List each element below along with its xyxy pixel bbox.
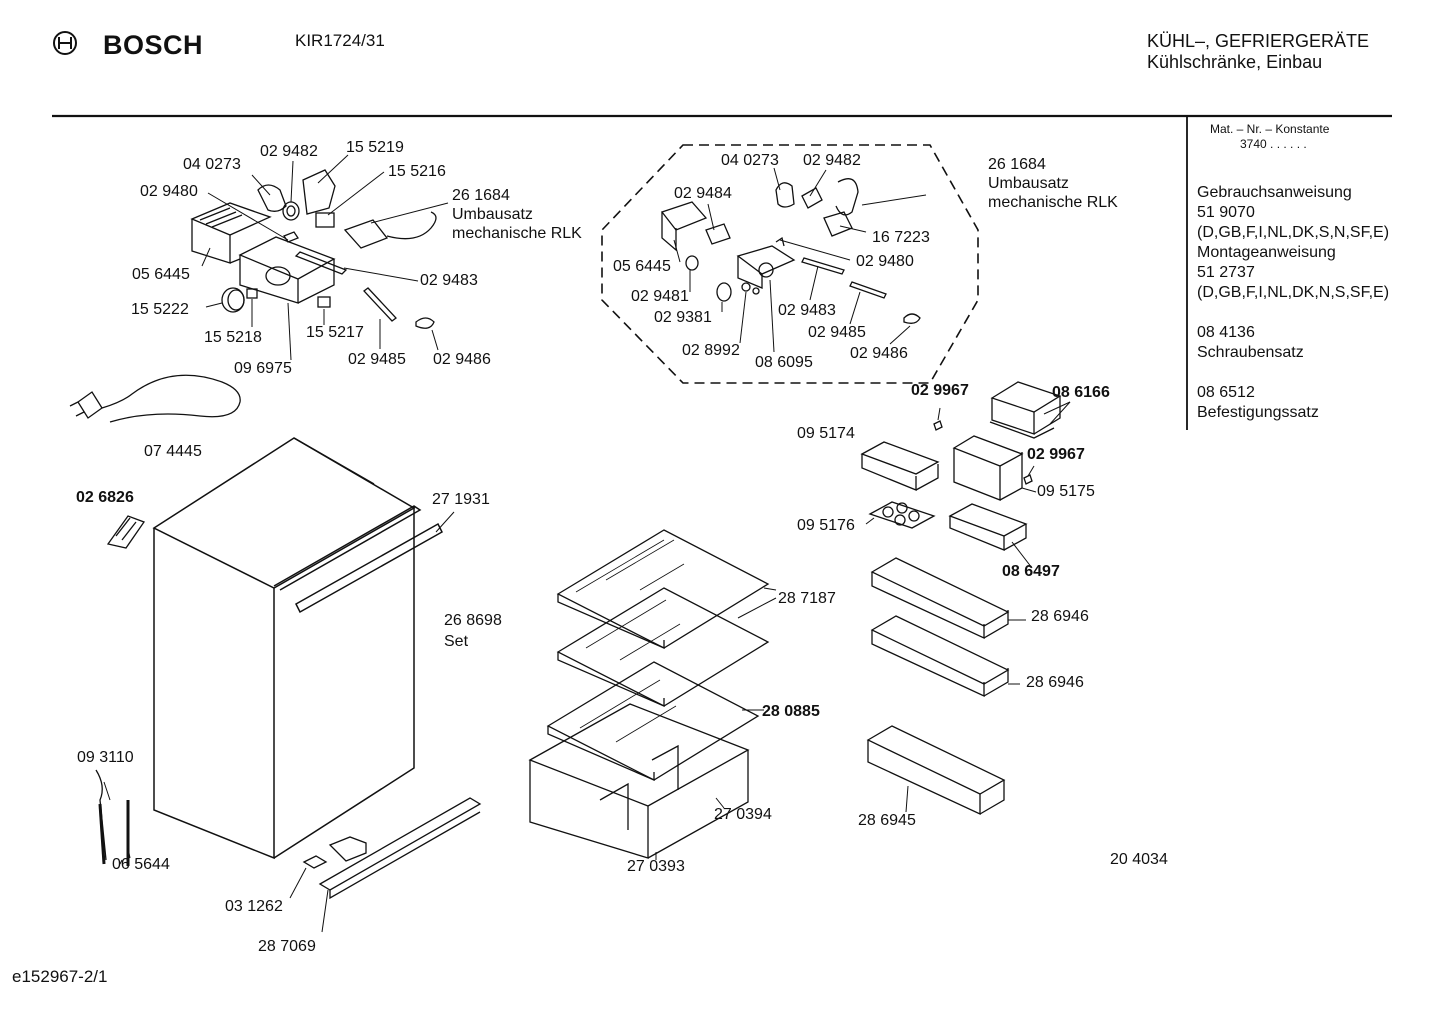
- part-label: 09 5176: [797, 517, 855, 534]
- part-label: mechanische RLK: [988, 194, 1118, 211]
- part-label: 16 7223: [872, 229, 930, 246]
- sidebar-item-langs: (D,GB,F,I,NL,DK,N,S,SF,E): [1197, 284, 1390, 301]
- part-label: 06 5644: [112, 856, 170, 873]
- part-label: 02 9481: [631, 288, 689, 305]
- model-number: KIR1724/31: [295, 31, 385, 50]
- part-label: 05 6445: [613, 258, 671, 275]
- part-label: 02 9486: [850, 345, 908, 362]
- part-label: 02 9381: [654, 309, 712, 326]
- part-label: 07 4445: [144, 443, 202, 460]
- sidebar-item-title: Befestigungssatz: [1197, 404, 1319, 421]
- part-label: Umbausatz: [988, 175, 1069, 192]
- part-label: 02 9486: [433, 351, 491, 368]
- part-label: 02 9967: [1027, 446, 1085, 463]
- part-label: 27 1931: [432, 491, 490, 508]
- bosch-logo-icon: [53, 31, 77, 55]
- part-label: 26 8698: [444, 612, 502, 629]
- part-label: 27 0393: [627, 858, 685, 875]
- sidebar-item-number: 08 6512: [1197, 384, 1255, 401]
- part-label: 08 6166: [1052, 384, 1110, 401]
- kit-leaders: [673, 167, 927, 353]
- part-label: 02 8992: [682, 342, 740, 359]
- part-label: 02 6826: [76, 489, 134, 506]
- sidebar-item-title: Gebrauchsanweisung: [1197, 184, 1352, 201]
- part-label: 02 9480: [856, 253, 914, 270]
- part-label: 15 5222: [131, 301, 189, 318]
- part-label: 28 7069: [258, 938, 316, 955]
- kit-outline: [601, 144, 979, 384]
- part-label: 28 6946: [1031, 608, 1089, 625]
- part-label: 02 9485: [348, 351, 406, 368]
- part-label: 02 9485: [808, 324, 866, 341]
- part-label: 15 5217: [306, 324, 364, 341]
- part-label: 02 9483: [420, 272, 478, 289]
- part-label: 02 9484: [674, 185, 732, 202]
- category-subtitle: Kühlschränke, Einbau: [1147, 52, 1323, 72]
- part-label: 04 0273: [183, 156, 241, 173]
- mat-nr-value: 3740 . . . . . .: [1240, 137, 1307, 151]
- brand-name: BOSCH: [103, 30, 204, 60]
- sidebar-item-number: 08 4136: [1197, 324, 1255, 341]
- part-label: 28 0885: [762, 703, 820, 720]
- sidebar-item-number: 51 9070: [1197, 204, 1255, 221]
- bracket-part: [106, 515, 146, 549]
- part-label: 09 5174: [797, 425, 855, 442]
- part-label: 15 5218: [204, 329, 262, 346]
- glass-shelves: [546, 529, 777, 781]
- sidebar-item-title: Schraubensatz: [1197, 344, 1304, 361]
- part-label: Set: [444, 633, 469, 650]
- part-label: 03 1262: [225, 898, 283, 915]
- crisper-drawers: [528, 703, 750, 860]
- door-racks: [860, 381, 1071, 816]
- part-label: 02 9482: [803, 152, 861, 169]
- plinth: [318, 797, 482, 891]
- sensor-wire: [95, 769, 107, 861]
- cabinet: [152, 437, 443, 860]
- part-label: 28 7187: [778, 590, 836, 607]
- part-label: 27 0394: [714, 806, 772, 823]
- part-label: 05 6445: [132, 266, 190, 283]
- light-housing-group: [190, 169, 437, 329]
- part-label: 04 0273: [721, 152, 779, 169]
- part-label: 15 5219: [346, 139, 404, 156]
- part-label: 26 1684: [452, 187, 510, 204]
- part-label: 08 6095: [755, 354, 813, 371]
- part-label: 26 1684: [988, 156, 1046, 173]
- part-label: 02 9483: [778, 302, 836, 319]
- kit-parts: [660, 178, 921, 324]
- part-label: Umbausatz: [452, 206, 533, 223]
- part-label: mechanische RLK: [452, 225, 582, 242]
- part-label: 02 9480: [140, 183, 198, 200]
- category-title: KÜHL–, GEFRIERGERÄTE: [1147, 31, 1370, 51]
- mains-cable: [69, 374, 241, 423]
- part-label: 28 6946: [1026, 674, 1084, 691]
- sidebar-item-langs: (D,GB,F,I,NL,DK,S,N,SF,E): [1197, 224, 1390, 241]
- part-label: 02 9482: [260, 143, 318, 160]
- sidebar-item-number: 51 2737: [1197, 264, 1255, 281]
- part-label: 28 6945: [858, 812, 916, 829]
- reference-number: 20 4034: [1110, 851, 1168, 868]
- sidebar-item-title: Montageanweisung: [1197, 244, 1336, 261]
- part-label: 09 6975: [234, 360, 292, 377]
- mat-nr-label: Mat. – Nr. – Konstante: [1210, 122, 1330, 136]
- part-label: 02 9967: [911, 382, 969, 399]
- part-label: 08 6497: [1002, 563, 1060, 580]
- part-label: 09 3110: [77, 749, 134, 766]
- part-label: 09 5175: [1037, 483, 1095, 500]
- part-label: 15 5216: [388, 163, 446, 180]
- document-id: e152967-2/1: [12, 967, 108, 986]
